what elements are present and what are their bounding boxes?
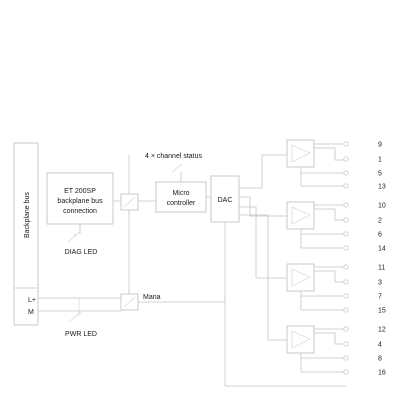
diag-led-label: DIAG LED <box>65 249 98 256</box>
channel-group-1 <box>239 139 346 189</box>
terminal-4-label: 4 <box>378 342 382 349</box>
bus-connection-block <box>46 172 114 225</box>
channel-status-led-symbol <box>171 163 183 173</box>
terminal-5-connector <box>343 170 349 176</box>
terminal-1-label: 1 <box>378 157 382 164</box>
terminal-3-connector <box>343 279 349 285</box>
terminal-3-label: 3 <box>378 280 382 287</box>
l-plus-label: L+ <box>28 297 36 304</box>
microcontroller-line-1: Micro <box>172 190 189 197</box>
terminal-2-connector <box>343 217 349 223</box>
terminal-12-label: 12 <box>378 327 386 334</box>
terminal-9-label: 9 <box>378 142 382 149</box>
terminal-6-connector <box>343 231 349 237</box>
pwr-led-symbol <box>69 311 82 322</box>
microcontroller-block <box>155 181 207 213</box>
amplifier-3 <box>286 263 315 292</box>
terminal-10-connector <box>343 202 349 208</box>
mana-label: Mana <box>143 294 161 301</box>
terminal-15-connector <box>343 307 349 313</box>
pwr-led-label: PWR LED <box>65 331 97 338</box>
terminal-11-label: 11 <box>378 265 385 272</box>
terminal-6-label: 6 <box>378 232 382 239</box>
terminal-13-label: 13 <box>378 184 386 191</box>
terminal-14-connector <box>343 245 349 251</box>
terminal-14-label: 14 <box>378 246 386 253</box>
bus-connection-line-1: ET 200SP <box>64 188 96 195</box>
bus-connection-line-3: connection <box>63 208 97 215</box>
terminal-8-connector <box>343 355 349 361</box>
terminal-12-connector <box>343 326 349 332</box>
dac-label: DAC <box>218 197 233 204</box>
backplane-bus-block <box>13 142 39 326</box>
terminal-1-connector <box>343 156 349 162</box>
microcontroller-line-2: controller <box>167 200 196 207</box>
channel-group-4 <box>239 214 346 373</box>
terminal-4-connector <box>343 341 349 347</box>
terminal-9-connector <box>343 141 349 147</box>
dac-block <box>210 175 240 223</box>
terminal-circles <box>343 141 349 375</box>
diag-led-symbol <box>67 231 81 243</box>
m-label: M <box>28 309 34 316</box>
channel-group-2 <box>239 196 346 249</box>
terminal-11-connector <box>343 264 349 270</box>
channel-group-3 <box>239 206 346 311</box>
terminal-16-label: 16 <box>378 370 386 377</box>
terminal-2-label: 2 <box>378 218 382 225</box>
bus-connection-line-2: backplane bus <box>57 198 103 205</box>
terminal-7-label: 7 <box>378 294 382 301</box>
amplifier-1 <box>286 139 315 168</box>
channel-status-label: 4 × channel status <box>145 153 203 160</box>
terminal-16-connector <box>343 369 349 375</box>
terminal-15-label: 15 <box>378 308 386 315</box>
terminal-10-label: 10 <box>378 203 386 210</box>
terminal-5-label: 5 <box>378 171 382 178</box>
backplane-bus-label: Backplane bus <box>24 192 31 238</box>
terminal-7-connector <box>343 293 349 299</box>
terminal-8-label: 8 <box>378 356 382 363</box>
amplifier-2 <box>286 201 315 230</box>
amplifier-4 <box>286 325 315 354</box>
terminal-13-connector <box>343 183 349 189</box>
